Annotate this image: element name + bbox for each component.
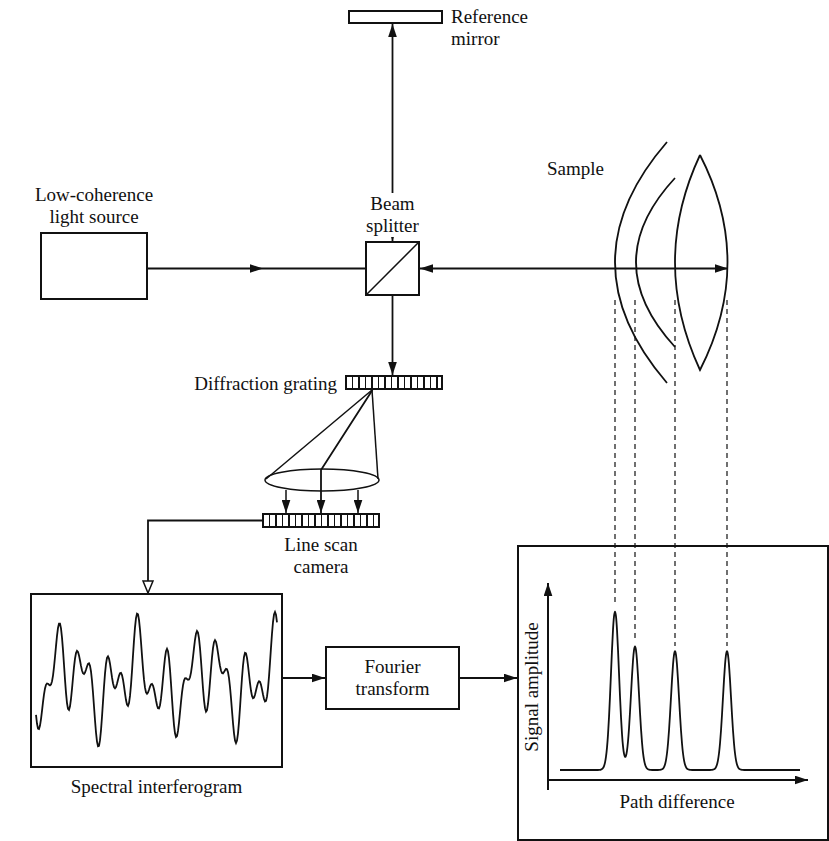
- x-axis: [548, 779, 808, 781]
- light-path-arrow: [460, 677, 517, 679]
- beam-splitter: Beam splitter: [365, 241, 420, 296]
- part-label: Fourier transform: [333, 656, 452, 700]
- projection-line: [726, 300, 727, 646]
- light-path-arrow: [392, 296, 394, 375]
- eye-part: [636, 178, 675, 347]
- projection-line: [674, 300, 675, 646]
- sample-eye: Sample: [605, 140, 728, 385]
- part-label: Sample: [545, 158, 606, 180]
- eye-part: [675, 155, 728, 370]
- line-scan-camera: Line scan camera: [262, 513, 380, 528]
- projection-line: [634, 300, 635, 641]
- part-label: Diffraction grating: [192, 373, 339, 395]
- part-label: Path difference: [617, 791, 736, 813]
- part-label: Beam splitter: [346, 193, 440, 237]
- signal-peaks: [560, 612, 800, 770]
- light-path-arrow: [148, 268, 365, 270]
- light-ray: [266, 390, 372, 479]
- light-path-arrow: [321, 390, 372, 513]
- splitter-diagonal: [367, 243, 418, 294]
- interferogram-box: Spectral interferogram: [30, 593, 283, 768]
- part-label: Spectral interferogram: [69, 776, 244, 798]
- part-label: Reference mirror: [449, 6, 543, 50]
- light-path-arrow: [148, 521, 262, 594]
- light-path-arrow: [420, 268, 728, 270]
- part-label: Low-coherence light source: [22, 184, 166, 228]
- projection-line: [614, 300, 615, 606]
- reference-mirror: Reference mirror: [348, 10, 443, 24]
- interferogram-wave: [36, 612, 277, 746]
- light-path-arrow: [283, 677, 325, 679]
- projection-lines: [615, 300, 727, 646]
- light-source-box: Low-coherence light source: [40, 232, 148, 300]
- fourier-box: Fourier transform: [325, 646, 460, 710]
- eye-outline: [605, 140, 728, 385]
- y-axis: [547, 583, 549, 790]
- part-label: Signal amplitude: [521, 620, 543, 753]
- diffraction-grating: Diffraction grating: [345, 375, 443, 390]
- light-ray: [357, 490, 359, 513]
- splitter-diagonal: [367, 243, 418, 294]
- plot-box: Signal amplitudePath difference: [517, 545, 829, 841]
- light-ray: [372, 390, 378, 479]
- eye-part: [615, 142, 667, 383]
- lens: [265, 469, 379, 491]
- part-label: Line scan camera: [259, 534, 383, 578]
- light-ray: [285, 490, 287, 513]
